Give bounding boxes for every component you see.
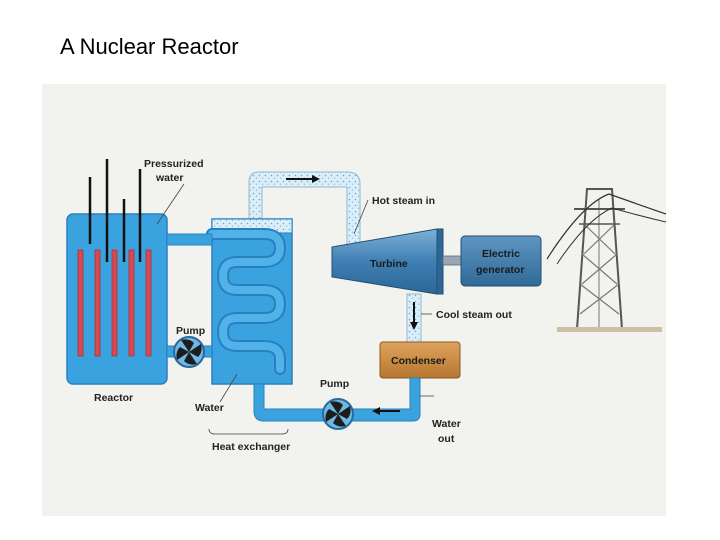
label-water: Water [195,402,224,414]
label-electric-generator-1: Electric [482,248,520,260]
label-water-out-2: out [438,433,455,445]
label-pressurized-water-1: Pressurized [144,158,204,170]
label-pump-return: Pump [320,378,349,390]
heat-exchanger [206,218,293,385]
label-electric-generator-2: generator [476,264,524,276]
label-turbine: Turbine [370,258,408,270]
label-condenser: Condenser [391,355,446,367]
nuclear-reactor-diagram: Pressurized water Hot steam in Turbine E… [42,84,666,516]
label-pressurized-water-2: water [155,172,183,184]
label-cool-steam-out: Cool steam out [436,309,512,321]
electric-generator [460,235,542,287]
transmission-tower-icon [546,188,666,332]
steam-flow-arrow [286,175,320,183]
label-reactor: Reactor [94,392,133,404]
control-rods [88,159,142,262]
slide-title: A Nuclear Reactor [60,34,239,59]
label-hot-steam-in: Hot steam in [372,195,435,207]
return-water-pipe [253,377,421,422]
primary-pump-icon [173,336,205,368]
turbine [331,228,462,295]
fuel-rods [77,249,152,357]
cool-steam-pipe [406,293,422,343]
label-pump-reactor: Pump [176,325,205,337]
leader-lines [156,183,434,435]
label-heat-exchanger: Heat exchanger [212,441,290,453]
label-water-out-1: Water [432,418,461,430]
return-pump-icon [322,398,354,430]
